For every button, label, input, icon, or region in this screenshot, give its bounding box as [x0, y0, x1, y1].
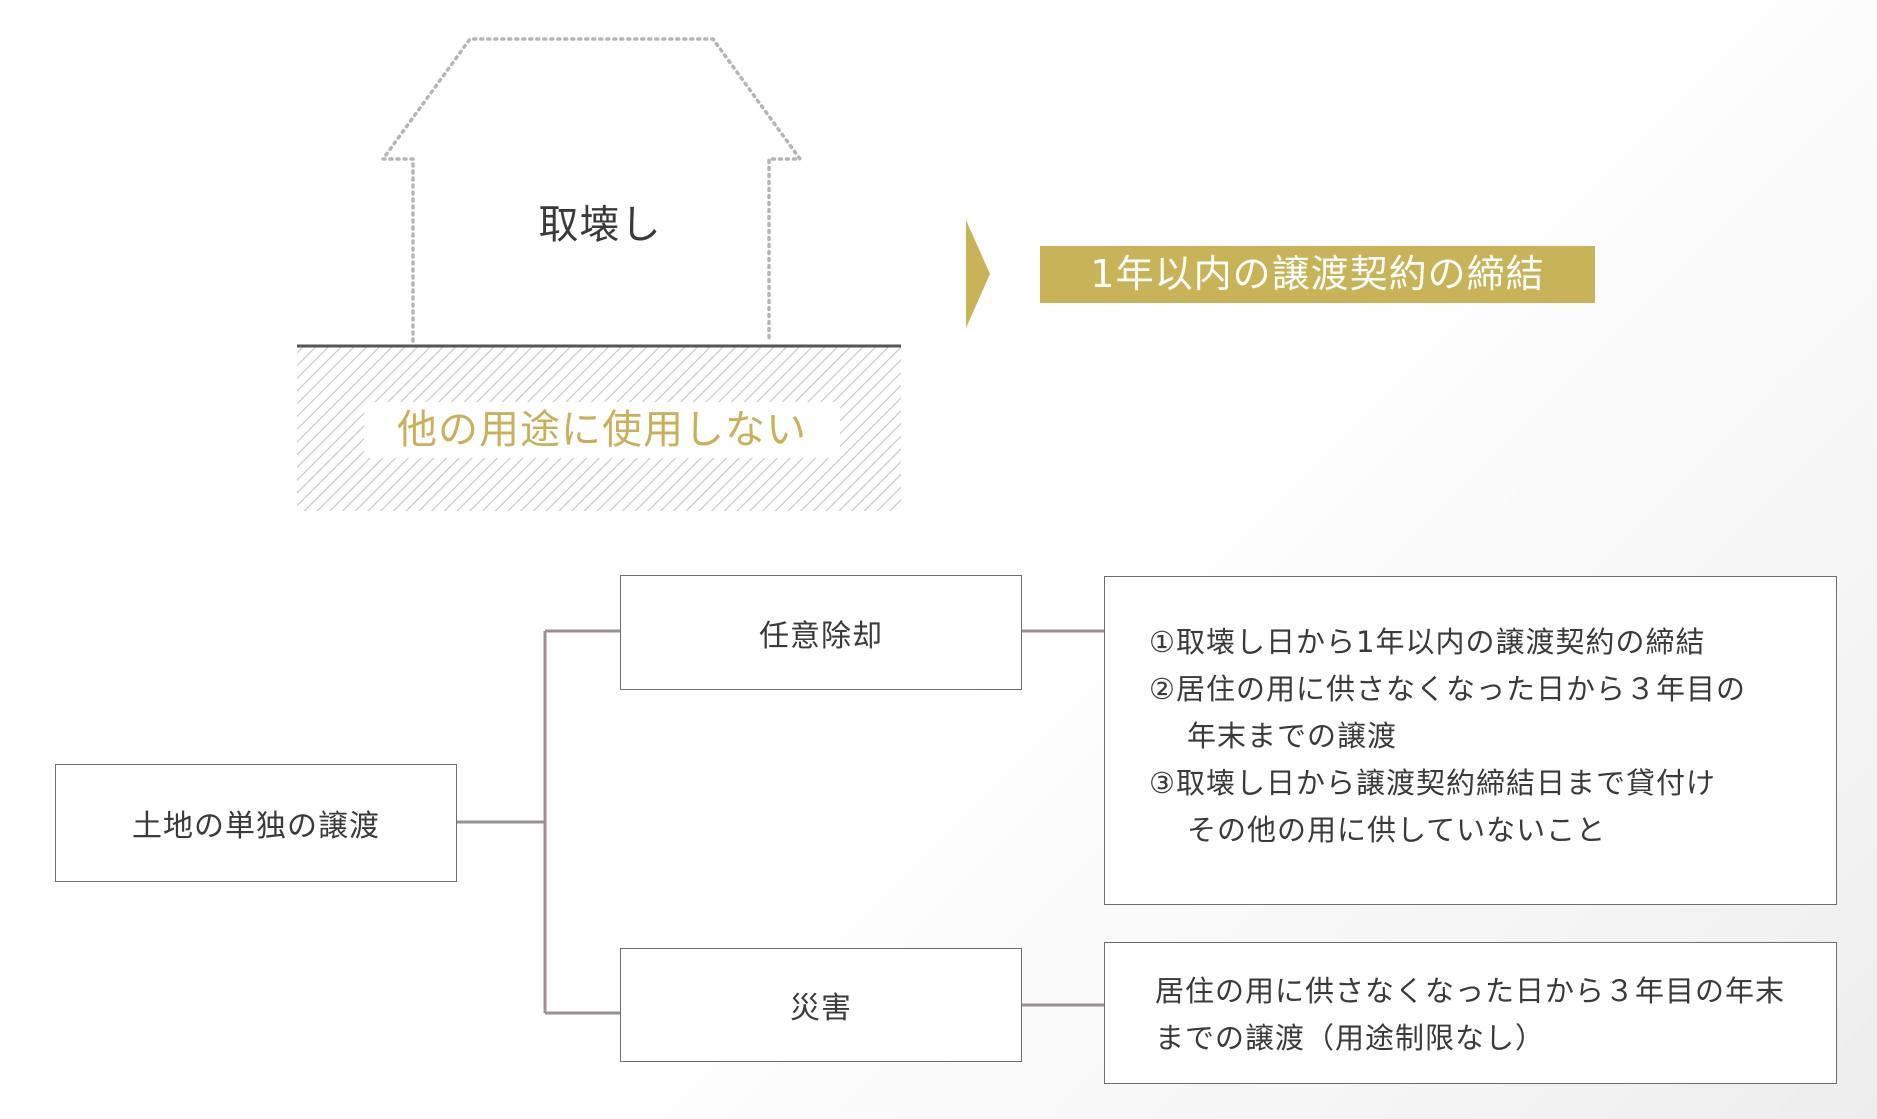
disaster-conditions-box: 居住の用に供さなくなった日から３年目の年末 までの譲渡（用途制限なし）: [1104, 942, 1837, 1084]
voluntary-label: 任意除却: [759, 618, 883, 654]
disaster-box: 災害: [620, 948, 1022, 1062]
condition-2-cont: 年末までの譲渡: [1187, 719, 1398, 753]
ground-label: 他の用途に使用しない: [364, 402, 840, 458]
condition-3-cont: その他の用に供していないこと: [1187, 813, 1607, 847]
gold-chevron-right-icon: [966, 220, 990, 328]
disaster-label: 災害: [790, 991, 852, 1026]
house-outline-icon: [379, 37, 804, 343]
connector-lines: [456, 629, 1104, 1015]
house-label: 取壊し: [538, 202, 662, 248]
disaster-condition-2: までの譲渡（用途制限なし）: [1155, 1021, 1546, 1055]
condition-3: ③取壊し日から譲渡契約締結日まで貸付け: [1149, 766, 1716, 800]
voluntary-box: 任意除却: [620, 575, 1022, 690]
condition-2: ②居住の用に供さなくなった日から３年目の: [1149, 672, 1746, 706]
voluntary-conditions-box: ①取壊し日から1年以内の譲渡契約の締結 ②居住の用に供さなくなった日から３年目の…: [1104, 576, 1837, 905]
root-box: 土地の単独の譲渡: [55, 764, 457, 882]
disaster-condition-1: 居住の用に供さなくなった日から３年目の年末: [1155, 974, 1786, 1008]
condition-1: ①取壊し日から1年以内の譲渡契約の締結: [1149, 625, 1706, 659]
result-banner: 1年以内の譲渡契約の締結: [1040, 246, 1595, 303]
root-label: 土地の単独の譲渡: [132, 809, 380, 844]
